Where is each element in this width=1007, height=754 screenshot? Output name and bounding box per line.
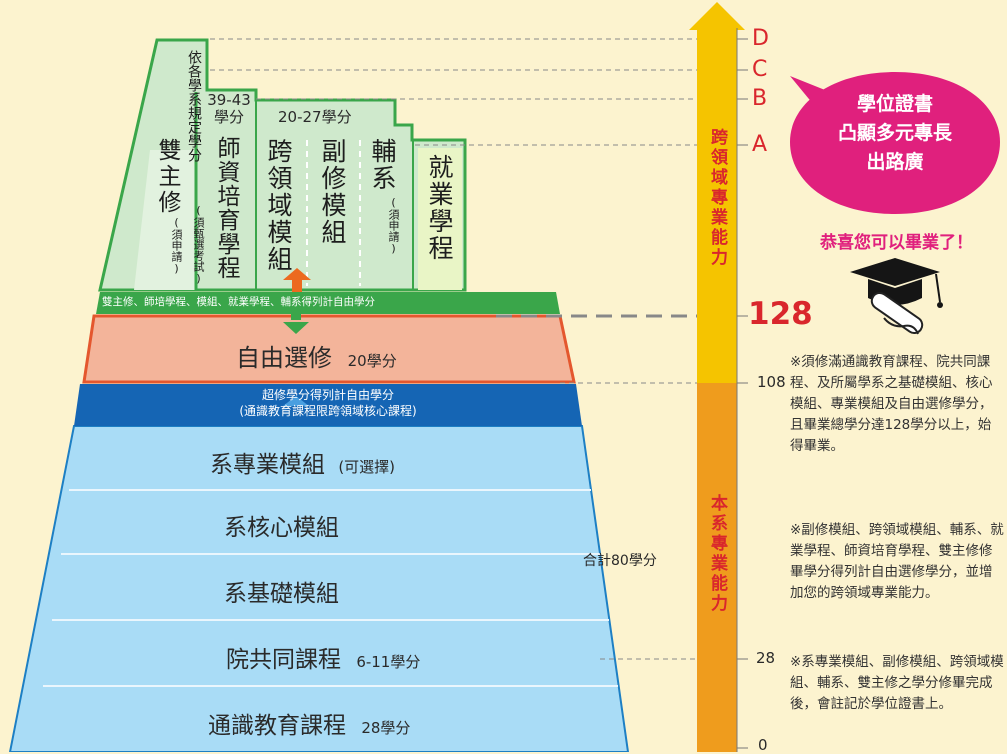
speech-bubble <box>790 72 1000 214</box>
tier-credits: (可選擇) <box>338 458 396 476</box>
double-major-top: 依各學系規定學分 <box>186 50 202 162</box>
teacher-note: (須甄選考試) <box>192 204 205 285</box>
tier-general-education: 通識教育課程 28學分 <box>208 706 410 740</box>
total-80-label: 合計80學分 <box>583 553 657 569</box>
overflow-line-1: 超修學分得列計自由學分 <box>261 388 394 402</box>
free-elective-name: 自由選修 <box>236 344 332 372</box>
overflow-band-shape <box>74 384 582 426</box>
double-major-title: 雙主修 <box>154 138 180 216</box>
free-elective-label: 自由選修 20學分 <box>236 338 397 373</box>
graduation-cap-icon <box>850 258 943 308</box>
minor-title: 輔系 <box>368 138 397 192</box>
tick-0: 0 <box>758 736 768 754</box>
bubble-line-2: 凸顯多元專長 <box>837 122 952 144</box>
bubble-text: 學位證書 凸顯多元專長 出路廣 <box>800 90 990 177</box>
congrats-text: 恭喜您可以畢業了！ <box>820 233 973 253</box>
tier-label: 通識教育課程 <box>208 713 346 739</box>
mark-a: A <box>752 132 768 157</box>
axis-upper-bar <box>697 28 737 383</box>
mark-d: D <box>752 26 769 51</box>
bubble-line-3: 出路廣 <box>866 151 924 173</box>
overflow-band-text: 超修學分得列計自由學分 (通識教育課程限跨領域核心課程) <box>80 387 576 419</box>
tier-label: 系專業模組 <box>210 452 325 478</box>
module-credits-header: 20-27學分 <box>278 108 352 126</box>
upper-band-shape <box>96 292 560 314</box>
upper-band-text: 雙主修、師培學程、模組、就業學程、輔系得列計自由學分 <box>102 296 375 308</box>
minor-module-title: 副修模組 <box>318 138 347 246</box>
tick-108: 108 <box>757 373 786 391</box>
overflow-line-2: (通識教育課程限跨領域核心課程) <box>239 404 417 418</box>
teacher-credits-range: 39-43 <box>207 91 251 109</box>
free-elective-shape <box>82 314 576 384</box>
note-2: ※副修模組、跨領域模組、輔系、就業學程、師資培育學程、雙主修修畢學分得列計自由選… <box>790 522 1004 601</box>
axis-lower-bar <box>697 383 737 752</box>
mark-b: B <box>752 86 768 111</box>
teacher-title: 師資培育學程 <box>213 136 239 280</box>
orange-up-arrow <box>283 268 311 292</box>
tick-28: 28 <box>756 649 776 667</box>
axis-lower-label: 本系專業能力 <box>707 494 727 614</box>
teacher-credits-top: 39-43 學分 <box>203 92 255 126</box>
tier-label: 系基礎模組 <box>224 581 339 607</box>
tier-label: 院共同課程 <box>226 647 341 673</box>
tier-college-common: 院共同課程 6-11學分 <box>226 640 420 674</box>
axis-arrow-head <box>689 2 745 30</box>
tier-dept-core: 系核心模組 <box>224 508 339 542</box>
tier-dept-professional: 系專業模組 (可選擇) <box>210 445 395 479</box>
note-3: ※系專業模組、副修模組、跨領域模組、輔系、雙主修之學分修畢完成後，會註記於學位證… <box>790 654 1004 712</box>
employment-program-title: 就業學程 <box>425 154 454 262</box>
teacher-credits-unit: 學分 <box>213 108 244 126</box>
free-elective-credits: 20學分 <box>347 352 397 370</box>
axis-upper-label: 跨領域專業能力 <box>707 128 727 268</box>
tier-credits: 6-11學分 <box>356 653 421 671</box>
tier-dept-foundation: 系基礎模組 <box>224 574 339 608</box>
green-double-arrow <box>283 300 309 334</box>
minor-note: (須申請) <box>387 196 400 255</box>
tier-label: 系核心模組 <box>224 515 339 541</box>
cross-domain-module-title: 跨領域模組 <box>264 138 293 273</box>
blue-up-arrow <box>283 396 309 406</box>
tier-credits: 28學分 <box>361 719 411 737</box>
mark-c: C <box>752 57 768 82</box>
tick-128: 128 <box>748 296 813 332</box>
note-1: ※須修滿通識教育課程、院共同課程、及所屬學系之基礎模組、核心模組、專業模組及自由… <box>790 354 993 454</box>
double-major-note: (須申請) <box>170 216 183 275</box>
bubble-line-1: 學位證書 <box>856 93 933 115</box>
diploma-scroll-icon <box>870 291 924 335</box>
